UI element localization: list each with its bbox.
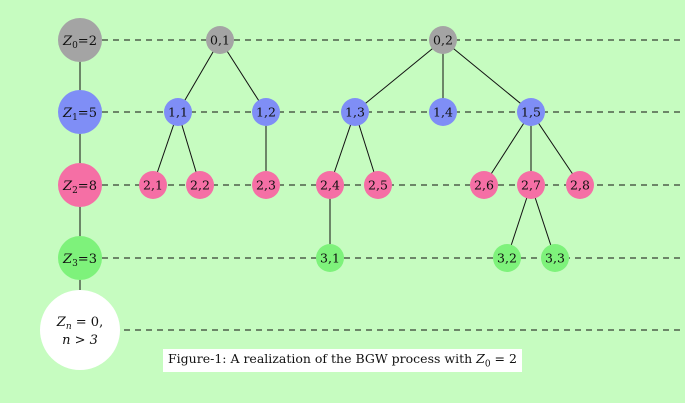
node-label-3-3: 3,3 bbox=[545, 251, 565, 266]
edge-0-1-to-1-2 bbox=[219, 39, 267, 113]
node-label-1-2: 1,2 bbox=[256, 105, 276, 120]
node-circle-2-1 bbox=[139, 171, 167, 199]
edge-0-2-to-1-3 bbox=[354, 39, 444, 113]
node-circle-2-8 bbox=[566, 171, 594, 199]
node-0-1: 0,1 bbox=[206, 26, 234, 54]
node-3-3: 3,3 bbox=[541, 244, 569, 272]
node-label-2-6: 2,6 bbox=[474, 178, 494, 193]
caption-sub: 0 bbox=[484, 359, 491, 370]
generation-label-text-2: Z2=8 bbox=[62, 179, 97, 196]
extinction-label: Zn = 0,n > 3 bbox=[40, 290, 120, 370]
node-label-1-1: 1,1 bbox=[168, 105, 188, 120]
node-circle-2-3 bbox=[252, 171, 280, 199]
node-1-3: 1,3 bbox=[341, 98, 369, 126]
generation-label-3: Z3=3 bbox=[58, 236, 102, 280]
node-label-2-3: 2,3 bbox=[256, 178, 276, 193]
generation-label-circle-0 bbox=[58, 18, 102, 62]
node-label-0-1: 0,1 bbox=[210, 33, 230, 48]
node-circle-1-4 bbox=[429, 98, 457, 126]
node-2-3: 2,3 bbox=[252, 171, 280, 199]
node-1-5: 1,5 bbox=[517, 98, 545, 126]
node-circle-2-2 bbox=[186, 171, 214, 199]
node-2-7: 2,7 bbox=[517, 171, 545, 199]
node-0-2: 0,2 bbox=[429, 26, 457, 54]
generation-label-1: Z1=5 bbox=[58, 90, 102, 134]
node-circle-1-5 bbox=[517, 98, 545, 126]
caption-prefix: Figure-1: A realization of the BGW proce… bbox=[168, 351, 477, 366]
node-2-6: 2,6 bbox=[470, 171, 498, 199]
node-label-2-2: 2,2 bbox=[190, 178, 210, 193]
generation-label-circle-3 bbox=[58, 236, 102, 280]
node-label-1-5: 1,5 bbox=[521, 105, 541, 120]
extinction-text-line2: n > 3 bbox=[62, 333, 98, 348]
node-2-4: 2,4 bbox=[316, 171, 344, 199]
node-label-1-3: 1,3 bbox=[345, 105, 365, 120]
generation-label-text-1: Z1=5 bbox=[62, 106, 97, 123]
node-circle-2-7 bbox=[517, 171, 545, 199]
caption-suffix: = 2 bbox=[490, 351, 517, 366]
node-label-2-7: 2,7 bbox=[521, 178, 541, 193]
node-circle-0-2 bbox=[429, 26, 457, 54]
caption-var: Z bbox=[476, 351, 485, 366]
node-1-1: 1,1 bbox=[164, 98, 192, 126]
node-circle-3-3 bbox=[541, 244, 569, 272]
node-label-2-8: 2,8 bbox=[570, 178, 590, 193]
node-2-8: 2,8 bbox=[566, 171, 594, 199]
generation-label-text-3: Z3=3 bbox=[62, 252, 97, 269]
extinction-text-line1: Zn = 0, bbox=[56, 315, 103, 332]
node-label-0-2: 0,2 bbox=[433, 33, 453, 48]
node-circle-2-4 bbox=[316, 171, 344, 199]
node-circle-1-2 bbox=[252, 98, 280, 126]
node-2-2: 2,2 bbox=[186, 171, 214, 199]
generation-label-text-0: Z0=2 bbox=[62, 34, 97, 51]
node-3-1: 3,1 bbox=[316, 244, 344, 272]
generation-label-2: Z2=8 bbox=[58, 163, 102, 207]
node-circle-2-5 bbox=[364, 171, 392, 199]
node-label-3-1: 3,1 bbox=[320, 251, 340, 266]
node-label-2-1: 2,1 bbox=[143, 178, 163, 193]
node-circle-3-2 bbox=[493, 244, 521, 272]
generation-label-circle-2 bbox=[58, 163, 102, 207]
node-label-3-2: 3,2 bbox=[497, 251, 517, 266]
node-circle-1-3 bbox=[341, 98, 369, 126]
generation-label-circle-1 bbox=[58, 90, 102, 134]
node-2-5: 2,5 bbox=[364, 171, 392, 199]
node-circle-3-1 bbox=[316, 244, 344, 272]
edge-1-5-to-2-8 bbox=[530, 111, 581, 186]
node-circle-0-1 bbox=[206, 26, 234, 54]
edge-1-5-to-2-6 bbox=[483, 111, 532, 186]
node-1-4: 1,4 bbox=[429, 98, 457, 126]
node-circle-1-1 bbox=[164, 98, 192, 126]
node-label-2-5: 2,5 bbox=[368, 178, 388, 193]
node-circle-2-6 bbox=[470, 171, 498, 199]
extinction-circle bbox=[40, 290, 120, 370]
node-label-2-4: 2,4 bbox=[320, 178, 340, 193]
figure-caption: Figure-1: A realization of the BGW proce… bbox=[163, 349, 522, 372]
node-1-2: 1,2 bbox=[252, 98, 280, 126]
node-3-2: 3,2 bbox=[493, 244, 521, 272]
edge-0-2-to-1-5 bbox=[442, 39, 532, 113]
generation-label-0: Z0=2 bbox=[58, 18, 102, 62]
node-label-1-4: 1,4 bbox=[433, 105, 453, 120]
node-2-1: 2,1 bbox=[139, 171, 167, 199]
